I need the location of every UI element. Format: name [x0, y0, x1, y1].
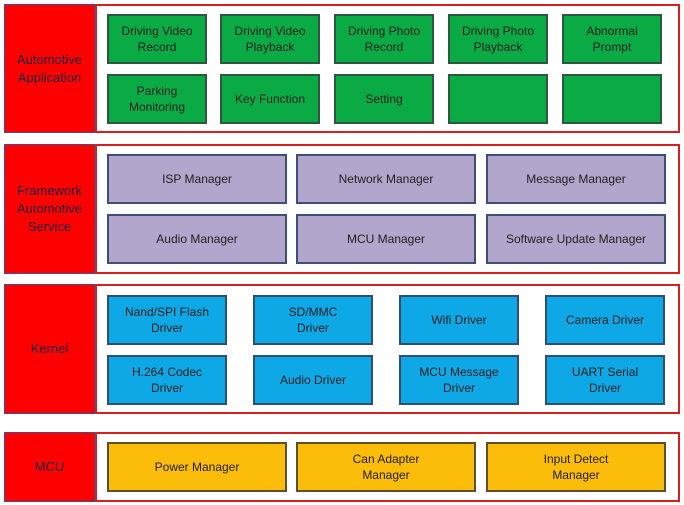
- box-nand-spi-flash-driver: Nand/SPI Flash Driver: [107, 295, 227, 345]
- box-driving-video-playback: Driving Video Playback: [220, 14, 320, 64]
- box-message-manager: Message Manager: [486, 154, 666, 204]
- box-mcu-message-driver: MCU Message Driver: [399, 355, 519, 405]
- layer-label-automotive-application: Automotive Application: [4, 4, 95, 133]
- box-network-manager: Network Manager: [296, 154, 476, 204]
- box-uart-serial-driver: UART Serial Driver: [545, 355, 665, 405]
- box-power-manager: Power Manager: [107, 442, 287, 492]
- layer-label-mcu: MCU: [4, 432, 95, 502]
- layer-label-kernel: Kernel: [4, 284, 95, 414]
- box-parking-monitoring: Parking Monitoring: [107, 74, 207, 124]
- box-key-function: Key Function: [220, 74, 320, 124]
- box-isp-manager: ISP Manager: [107, 154, 287, 204]
- layer-panel-mcu: Power Manager Can Adapter Manager Input …: [95, 432, 680, 502]
- layer-label-framework-service: Framework Automotive Service: [4, 144, 95, 274]
- box-audio-driver: Audio Driver: [253, 355, 373, 405]
- layer-panel-framework-service: ISP Manager Network Manager Message Mana…: [95, 144, 680, 274]
- box-mcu-manager: MCU Manager: [296, 214, 476, 264]
- box-audio-manager: Audio Manager: [107, 214, 287, 264]
- box-software-update-manager: Software Update Manager: [486, 214, 666, 264]
- box-empty-2: [562, 74, 662, 124]
- box-empty-1: [448, 74, 548, 124]
- layer-panel-automotive-application: Driving Video Record Driving Video Playb…: [95, 4, 680, 133]
- box-sd-mmc-driver: SD/MMC Driver: [253, 295, 373, 345]
- box-input-detect-manager: Input Detect Manager: [486, 442, 666, 492]
- box-driving-photo-playback: Driving Photo Playback: [448, 14, 548, 64]
- box-abnormal-prompt: Abnormal Prompt: [562, 14, 662, 64]
- box-driving-photo-record: Driving Photo Record: [334, 14, 434, 64]
- box-can-adapter-manager: Can Adapter Manager: [296, 442, 476, 492]
- box-driving-video-record: Driving Video Record: [107, 14, 207, 64]
- box-h264-codec-driver: H.264 Codec Driver: [107, 355, 227, 405]
- box-setting: Setting: [334, 74, 434, 124]
- box-wifi-driver: Wifi Driver: [399, 295, 519, 345]
- layer-panel-kernel: Nand/SPI Flash Driver SD/MMC Driver Wifi…: [95, 284, 680, 414]
- box-camera-driver: Camera Driver: [545, 295, 665, 345]
